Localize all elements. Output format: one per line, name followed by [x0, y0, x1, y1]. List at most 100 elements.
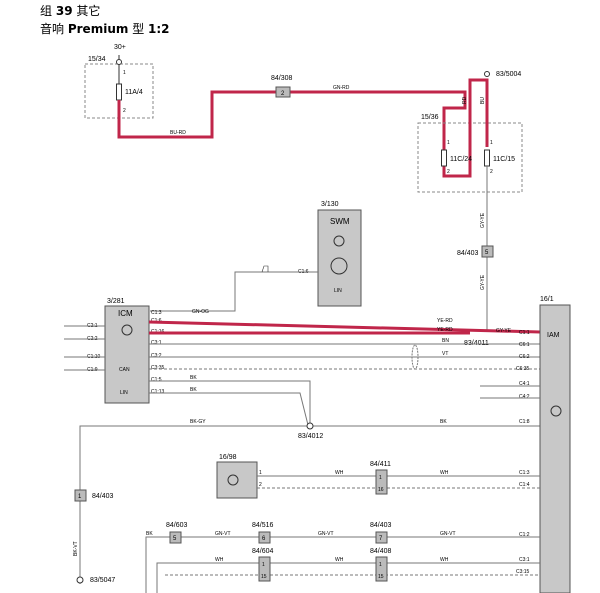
pin-label: 2 — [259, 482, 262, 488]
wire-color-label: GN-VT — [215, 531, 231, 537]
pin-label: C4:1 — [519, 381, 530, 387]
pin-label: C1:4 — [519, 482, 530, 488]
lin-label: LIN — [120, 390, 128, 396]
connector-84-411-label: 84/411 — [370, 461, 391, 468]
wire-color-label: BU — [480, 97, 486, 104]
transistor-icon — [330, 257, 348, 275]
icm-icon — [121, 324, 133, 336]
wire-color-label: WH — [440, 557, 449, 563]
swm-ref-label: 3/130 — [321, 201, 339, 208]
iam-label: IAM — [547, 332, 560, 339]
connector-pin: 1 — [379, 562, 382, 568]
pin-label: C3:15 — [516, 569, 530, 575]
wire-color-label: GY-YE — [480, 274, 486, 290]
connector-pin: 7 — [379, 536, 383, 542]
wire-bk-1 — [149, 380, 311, 425]
group-header: 组 39 其它 — [40, 2, 100, 19]
wire-color-label: YE-RD — [437, 318, 453, 324]
pin-label: C1:1 — [519, 330, 530, 336]
wire-color-label: WH — [440, 470, 449, 476]
title-prefix: 音响 — [40, 22, 65, 36]
connector-84-403-left-label: 84/403 — [92, 493, 114, 500]
connector-84-411-icon — [375, 469, 388, 495]
fuse-box-label: 15/34 — [88, 56, 106, 63]
microphone-module — [216, 461, 258, 499]
wire-color-label: BK — [190, 387, 197, 393]
connector-84-604-icon — [258, 556, 271, 582]
can-label: CAN — [119, 367, 130, 373]
icm-ref-label: 3/281 — [107, 298, 125, 305]
icm-module — [104, 305, 150, 404]
pin-label: C4:2 — [519, 394, 530, 400]
connector-pin: 1 — [78, 494, 82, 500]
swm-label: SWM — [330, 217, 350, 226]
microphone-icon — [227, 474, 239, 486]
ground-83-4012-label: 83/4012 — [298, 433, 323, 440]
fuse-11c15-label: 11C/15 — [493, 156, 515, 163]
terminal-icon — [116, 59, 122, 65]
pin-label: C1:2 — [519, 532, 530, 538]
ground-icon — [306, 422, 314, 430]
wire-color-label: BU-RD — [170, 130, 186, 136]
group-number: 39 — [55, 4, 73, 18]
pin-label: C3:1 — [519, 557, 530, 563]
connector-84-408-icon — [375, 556, 388, 582]
pin-label: C6:35 — [516, 366, 530, 372]
microphone-ref-label: 16/98 — [219, 454, 237, 461]
wire-color-label: GY-YE — [496, 328, 512, 334]
title-mid: 型 — [132, 22, 145, 36]
connector-pin: 1 — [262, 562, 265, 568]
wire-wh-bottom — [156, 562, 540, 593]
connector-84-408-label: 84/408 — [370, 548, 392, 555]
wire-bu-rd-gn-rd — [117, 90, 467, 147]
connector-84-516-label: 84/516 — [252, 522, 274, 529]
wire-bk-2 — [149, 392, 309, 426]
pin-label: 1 — [259, 470, 262, 476]
lin-signal-icon — [261, 265, 269, 273]
wire-color-label: GN-OG — [192, 309, 209, 315]
connector-pin: 15 — [378, 574, 384, 580]
pin-label: C3:2 — [151, 353, 162, 359]
connector-pin: 1 — [379, 475, 382, 481]
connector-pin: 6 — [262, 536, 266, 542]
wire-color-label: RD — [462, 96, 468, 104]
voltage-label: 30+ — [114, 44, 126, 51]
wire-color-label: GY-YE — [480, 212, 486, 228]
diagram-title: 音响 Premium 型 1:2 — [40, 20, 170, 37]
pin-label: C1:8 — [519, 419, 530, 425]
wire-color-label: GN-RD — [333, 85, 350, 91]
connector-84-516-icon — [258, 531, 271, 544]
wire-color-label: BK-VT — [73, 541, 79, 556]
wire-color-label: YE-RD — [437, 327, 453, 333]
connector-84-403-label: 84/403 — [457, 250, 479, 257]
steering-wheel-icon — [333, 235, 345, 247]
connector-84-403-left-icon — [74, 489, 87, 502]
wire-color-label: BK — [190, 375, 197, 381]
wire-color-label: BK — [146, 531, 153, 537]
wire-color-label: VT — [442, 351, 448, 357]
iam-ref-label: 16/1 — [540, 296, 554, 303]
wire-color-label: WH — [335, 557, 344, 563]
iam-icon — [550, 405, 562, 417]
pin-label: 1 — [490, 140, 493, 146]
fuse-11c15-icon — [484, 149, 490, 167]
pin-label: C3:1 — [151, 340, 162, 346]
wire-color-label: WH — [335, 470, 344, 476]
ground-icon — [484, 71, 490, 77]
connector-84-403-bottom-label: 84/403 — [370, 522, 392, 529]
wire-color-label: GN-VT — [440, 531, 456, 537]
wire-color-label: BK-GY — [190, 419, 206, 425]
connector-84-604-label: 84/604 — [252, 548, 274, 555]
iam-module — [539, 304, 571, 593]
title-model: Premium — [67, 22, 129, 36]
pin-label: C1:3 — [151, 310, 162, 316]
wire-color-label: BN — [442, 338, 449, 344]
pin-label: C6:2 — [519, 354, 530, 360]
twisted-pair-icon — [411, 344, 419, 370]
wire-ye-rd-1 — [148, 320, 541, 334]
connector-84-308-label: 84/308 — [271, 75, 293, 82]
fuse-box-label: 15/36 — [421, 114, 439, 121]
wire-gn-vt — [145, 536, 540, 593]
title-ratio: 1:2 — [148, 22, 170, 36]
